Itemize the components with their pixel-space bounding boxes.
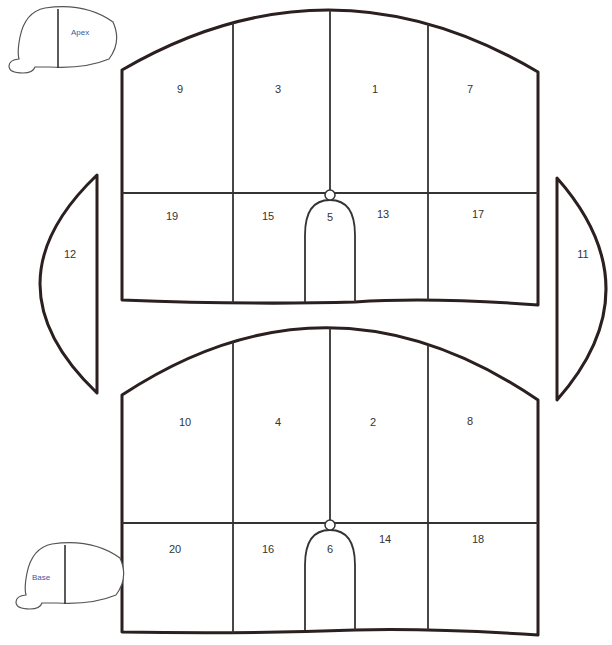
region-cell: 4 [273, 414, 283, 431]
icon-outline [5, 2, 123, 76]
junction-circle [325, 190, 335, 200]
region-cell: 18 [470, 531, 486, 548]
region-cell: 1 [370, 81, 380, 98]
region-number: 4 [275, 416, 281, 429]
region-cell: 16 [260, 541, 276, 558]
grid-line [232, 342, 234, 633]
grid-line [329, 10, 331, 190]
lower-panel-outline [122, 328, 538, 635]
region-cell: 11 [575, 246, 590, 263]
region-number: 15 [262, 210, 274, 223]
section-line [57, 9, 59, 68]
region-number: 7 [467, 83, 473, 96]
region-cell: 9 [175, 81, 185, 98]
region-number: 19 [166, 210, 178, 223]
region-cell: 6 [325, 541, 335, 558]
region-number: 11 [577, 248, 588, 261]
region-number: 3 [275, 83, 281, 96]
region-cell: 15 [260, 208, 276, 225]
region-cell: 2 [368, 414, 378, 431]
region-number: 17 [472, 208, 484, 221]
region-cell: 14 [377, 531, 393, 548]
region-cell: 20 [167, 541, 183, 558]
orientation-icon: Apex [5, 2, 123, 76]
grid-line [329, 328, 331, 520]
icon-shape [9, 7, 117, 73]
right-lobe-outline [557, 178, 606, 400]
grid-line [427, 24, 429, 300]
region-cell: 10 [177, 414, 193, 431]
region-cell: 7 [465, 81, 475, 98]
region-number: 9 [177, 83, 183, 96]
junction-circle [325, 520, 335, 530]
region-number: 8 [467, 415, 473, 428]
icon-outline [12, 538, 130, 612]
region-cell: 3 [273, 81, 283, 98]
icon-shape [16, 543, 124, 609]
orientation-label: Base [32, 573, 50, 583]
section-line [64, 545, 66, 604]
grid-line [232, 23, 234, 303]
region-number: 2 [370, 416, 376, 429]
region-cell: 5 [325, 209, 335, 226]
left-lobe-outline [40, 175, 97, 393]
region-number: 12 [64, 248, 76, 261]
orientation-icon: Base [12, 538, 130, 612]
region-number: 6 [327, 543, 333, 556]
region-number: 10 [179, 416, 191, 429]
region-number: 5 [327, 211, 333, 224]
region-number: 20 [169, 543, 181, 556]
region-cell: 17 [470, 206, 486, 223]
region-cell: 13 [375, 206, 391, 223]
region-number: 14 [379, 533, 391, 546]
arch-line [305, 200, 355, 302]
region-number: 1 [372, 83, 378, 96]
grid-line [427, 345, 429, 630]
orientation-label: Apex [71, 28, 89, 38]
region-number: 18 [472, 533, 484, 546]
region-number: 16 [262, 543, 274, 556]
region-cell: 19 [164, 208, 180, 225]
upper-panel-outline [122, 10, 538, 305]
arch-line [305, 530, 355, 630]
region-cell: 8 [465, 413, 475, 430]
region-cell: 12 [62, 246, 78, 263]
region-number: 13 [377, 208, 389, 221]
